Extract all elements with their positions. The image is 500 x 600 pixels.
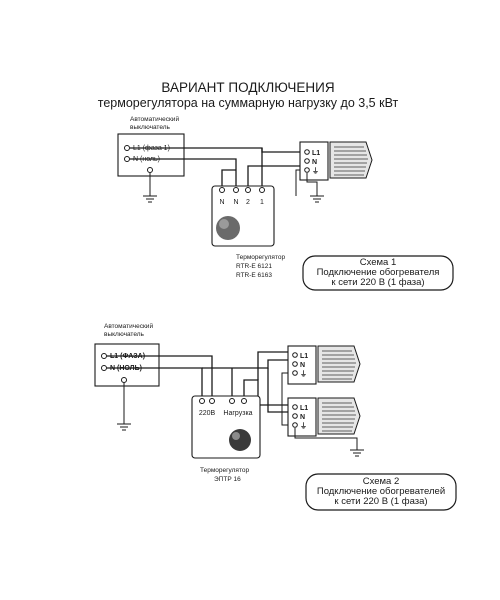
scheme2-heater-ground-icon [350, 449, 364, 457]
scheme2-thermostat-caption-1: Терморегулятор [200, 467, 249, 474]
scheme2-heater1-l1: L1 [300, 353, 308, 360]
scheme2-heater2-l1: L1 [300, 405, 308, 412]
scheme2-breaker-terminal-n [101, 365, 107, 371]
scheme2-caption-box [305, 473, 457, 511]
scheme1-wire-n [130, 158, 237, 187]
scheme2: Автоматический выключатель L1 (ФАЗА) N (… [94, 322, 457, 511]
scheme1-breaker-label-1: Автоматический [130, 115, 179, 123]
scheme1-breaker-label-2: выключатель [130, 124, 171, 131]
scheme1-term-n2: N [233, 199, 238, 206]
scheme1-thermostat-knob-icon [216, 216, 240, 240]
scheme2-heater2-terminal-n [292, 413, 298, 419]
scheme1-l1-terminal [124, 145, 130, 151]
scheme1-term-n1: N [219, 199, 224, 206]
title-line1: ВАРИАНТ ПОДКЛЮЧЕНИЯ [161, 80, 334, 95]
scheme1-box-line1: Схема 1 [360, 257, 397, 268]
scheme1-heater-ground-wire [295, 169, 300, 196]
scheme1-wire-to-heater-n [247, 165, 300, 187]
scheme2-breaker-label-2: выключатель [104, 331, 145, 338]
scheme2-thermostat [191, 395, 261, 459]
scheme2-knob-highlight [232, 432, 240, 440]
scheme1-ground-terminal [147, 167, 153, 173]
scheme2-heater1-terminal-n [292, 361, 298, 367]
scheme2-wire-n-heater2 [267, 368, 288, 413]
scheme1-heater-pe: ⏚ [312, 167, 319, 175]
scheme2-heater2-n: N [300, 414, 305, 421]
scheme2-breaker-label-1: Автоматический [104, 322, 153, 330]
scheme2-heater1-terminal-pe [292, 370, 298, 376]
scheme2-heater2-terminal-l1 [292, 404, 298, 410]
scheme1-heater-terminal-pe [304, 167, 310, 173]
scheme2-thermostat-terminal-4 [241, 398, 247, 404]
scheme2-heater1-terminal-l1 [292, 352, 298, 358]
scheme1-heater-icon [329, 141, 373, 179]
scheme2-ground-icon [117, 423, 131, 431]
scheme2-box-line2: Подключение обогревателей [317, 486, 445, 497]
scheme1-heater-n: N [312, 159, 317, 166]
scheme2-thermostat-terminal-3 [229, 398, 235, 404]
title-line2: терморегулятора на суммарную нагрузку до… [98, 96, 399, 110]
scheme2-breaker [94, 343, 160, 387]
scheme2-thermostat-knob-icon [229, 429, 251, 451]
scheme1-n-terminal [124, 156, 130, 162]
scheme1: Автоматический выключатель L1 (фаза 1) N… [117, 115, 454, 291]
scheme2-heater1-icon [317, 345, 361, 383]
scheme2-heater-ground-wire [294, 428, 358, 450]
scheme1-heater-terminal-l1 [304, 149, 310, 155]
scheme1-heater-ground-link [306, 173, 318, 196]
scheme2-box-line3: к сети 220 В (1 фаза) [334, 496, 427, 507]
scheme1-knob-highlight [219, 219, 229, 229]
scheme2-breaker-terminal-l1 [101, 353, 107, 359]
scheme2-wire-l1 [107, 355, 213, 397]
scheme1-term-2: 2 [246, 199, 250, 206]
scheme2-thermostat-caption-2: ЭПТР 16 [214, 476, 241, 483]
scheme1-box-line2: Подключение обогревателя [317, 267, 440, 278]
scheme1-breaker [117, 133, 185, 177]
scheme2-heater2-pe: ⏚ [300, 422, 307, 430]
scheme1-thermostat-caption-3: RTR-E 6163 [236, 272, 272, 279]
scheme2-wire-n-heater1 [202, 359, 288, 369]
scheme2-thermostat-terminal-1 [199, 398, 205, 404]
scheme1-term-1: 1 [260, 199, 264, 206]
scheme1-thermostat-caption-1: Терморегулятор [236, 254, 285, 261]
scheme2-thermostat-220: 220В [199, 410, 216, 417]
scheme1-caption-box [302, 255, 454, 291]
scheme2-thermostat-load: Нагрузка [223, 410, 252, 417]
scheme1-thermostat-caption-2: RTR-E 6121 [236, 263, 272, 270]
scheme1-heater-terminal-n [304, 158, 310, 164]
scheme2-heater1-n: N [300, 362, 305, 369]
scheme1-thermostat-terminal-2 [233, 187, 239, 193]
scheme2-thermostat-terminal-2 [209, 398, 215, 404]
scheme2-breaker-terminal-pe [121, 377, 127, 383]
scheme2-heater2-terminal-pe [292, 422, 298, 428]
scheme1-box-line3: к сети 220 В (1 фаза) [331, 277, 424, 288]
scheme2-wire-load-heater1 [257, 351, 288, 380]
scheme1-heater-ground-icon [310, 195, 324, 203]
scheme2-heater-ground-bus [281, 372, 288, 426]
scheme1-wire-n-bridge [221, 169, 236, 187]
scheme1-thermostat-terminal-3 [245, 187, 251, 193]
scheme1-wire-to-heater-l1 [261, 148, 300, 153]
scheme1-heater-l1: L1 [312, 150, 320, 157]
scheme1-ground-icon [143, 195, 157, 203]
scheme2-heater1-pe: ⏚ [300, 370, 307, 378]
scheme2-box-line1: Схема 2 [363, 476, 400, 487]
scheme1-thermostat-terminal-4 [259, 187, 265, 193]
scheme2-heater2-icon [317, 397, 361, 435]
scheme1-thermostat-terminal-1 [219, 187, 225, 193]
